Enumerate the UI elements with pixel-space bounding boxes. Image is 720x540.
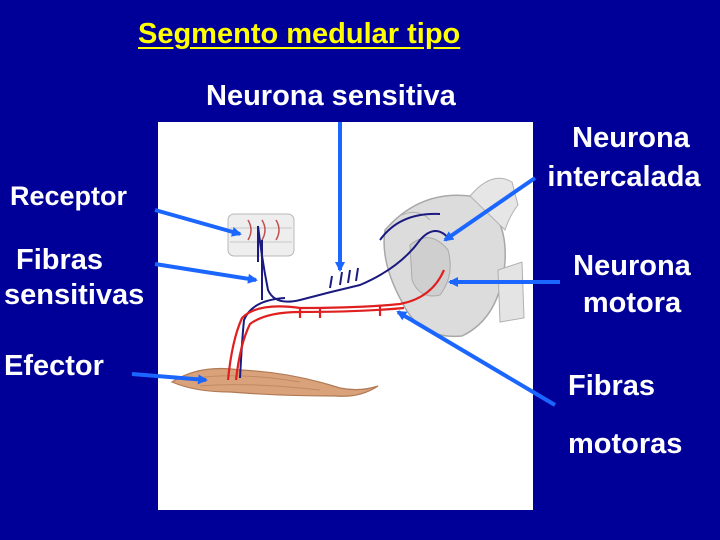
arrow-fibras-sensitivas [155,264,256,280]
label-fibras-sensitivas: Fibras sensitivas [4,246,144,310]
label-neurona-motora-line2: motora [562,289,702,318]
label-neurona-intercalada-line2: intercalada [534,163,714,192]
arrow-receptor [155,210,240,234]
label-neurona-sensitiva: Neurona sensitiva [206,82,456,111]
label-receptor: Receptor [10,183,127,210]
label-fibras-sensitivas-line2: sensitivas [4,281,144,310]
effector-muscle [172,369,378,397]
label-efector: Efector [4,352,104,381]
label-fibras-sensitivas-line1: Fibras [16,246,144,275]
label-fibras-motoras-line2: motoras [568,430,682,459]
label-neurona-intercalada: Neurona intercalada [534,124,714,192]
label-neurona-motora-line1: Neurona [562,252,702,281]
label-neurona-intercalada-line1: Neurona [548,124,714,153]
label-fibras-motoras-line1: Fibras [568,372,655,401]
label-neurona-motora: Neurona motora [562,252,702,318]
